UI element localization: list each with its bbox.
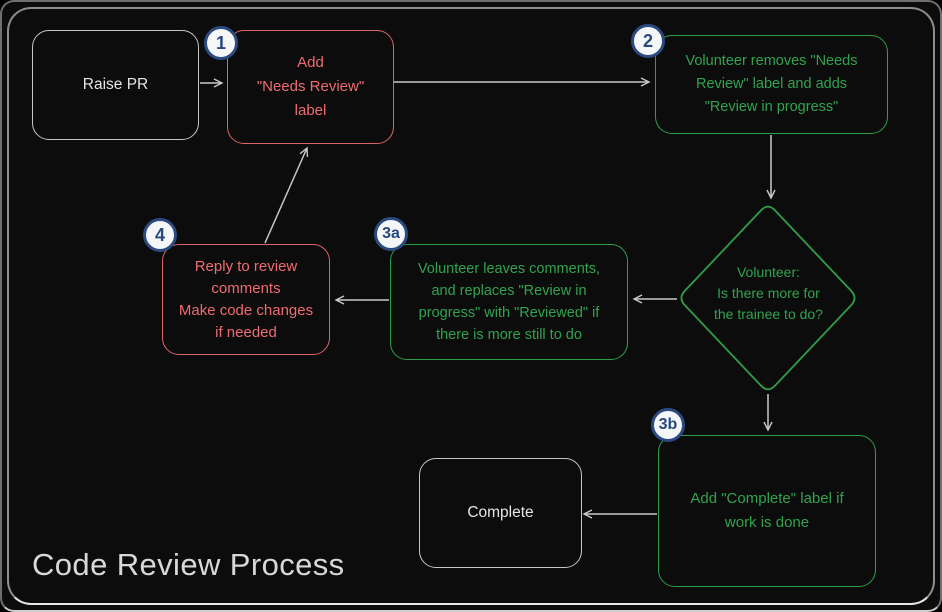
node-label: Complete bbox=[467, 504, 534, 521]
node-line: Is there more for bbox=[717, 285, 820, 301]
node-raise-pr: Raise PR bbox=[32, 30, 199, 140]
node-volunteer-leaves-comments: Volunteer leaves comments, and replaces … bbox=[390, 244, 628, 360]
arrow-step4-to-step1 bbox=[264, 146, 309, 244]
node-line: and replaces "Review in bbox=[431, 283, 587, 299]
node-line: Volunteer: bbox=[736, 264, 801, 280]
node-line: there is more still to do bbox=[436, 327, 582, 343]
step-badge-3a: 3a bbox=[374, 217, 408, 251]
node-line: Volunteer removes "Needs bbox=[685, 53, 858, 69]
node-line: comments bbox=[211, 279, 281, 297]
node-decision-is-there-more: Volunteer: Is there more for the trainee… bbox=[678, 262, 859, 325]
node-line: progress" with "Reviewed" if bbox=[418, 305, 600, 321]
node-complete: Complete bbox=[419, 458, 582, 568]
node-line: Add "Complete" label if bbox=[690, 490, 844, 507]
step-badge-2: 2 bbox=[631, 24, 665, 58]
node-volunteer-removes-label: Volunteer removes "Needs Review" label a… bbox=[655, 35, 888, 134]
node-line: Make code changes bbox=[178, 301, 314, 319]
node-line: Volunteer leaves comments, bbox=[417, 261, 601, 277]
diagram-title: Code Review Process bbox=[32, 547, 345, 582]
step-badge-1: 1 bbox=[204, 26, 238, 60]
node-line: the trainee to do? bbox=[714, 306, 823, 322]
node-line: "Review in progress" bbox=[704, 99, 839, 115]
node-line: Review" label and adds bbox=[695, 76, 848, 92]
node-line: Add bbox=[297, 54, 324, 71]
node-line: "Needs Review" bbox=[256, 78, 365, 95]
node-label: Raise PR bbox=[82, 76, 149, 93]
node-line: label bbox=[294, 102, 327, 119]
node-line: Reply to review bbox=[194, 257, 298, 275]
decision-diamond-shape bbox=[680, 205, 856, 391]
node-add-needs-review-label: Add "Needs Review" label bbox=[227, 30, 394, 144]
node-reply-to-review-comments: Reply to review comments Make code chang… bbox=[162, 244, 330, 355]
node-add-complete-label: Add "Complete" label if work is done bbox=[658, 435, 876, 587]
node-line: work is done bbox=[724, 514, 810, 531]
step-badge-3b: 3b bbox=[651, 408, 685, 442]
step-badge-4: 4 bbox=[143, 218, 177, 252]
node-line: if needed bbox=[215, 323, 277, 341]
